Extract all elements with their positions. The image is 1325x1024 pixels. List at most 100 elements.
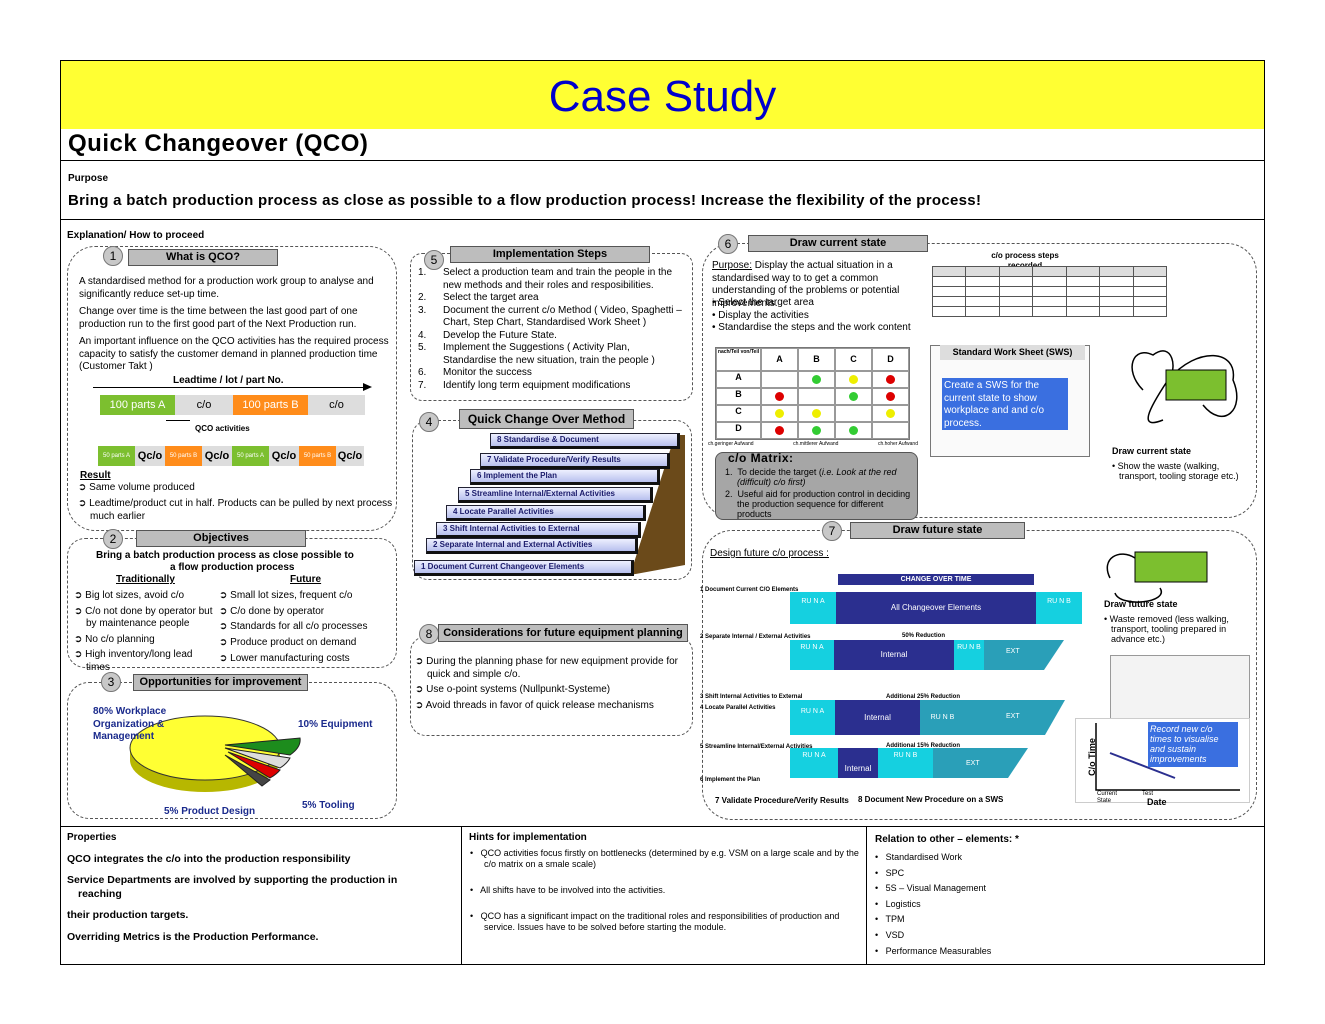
num: 5. (418, 342, 427, 353)
text: Use o-point systems (Nullpunkt-Systeme) (426, 684, 611, 695)
row-label: 2 Separate Internal / External Activitie… (700, 634, 811, 640)
row-label: 3 Shift Internal Activities to External (700, 694, 803, 700)
section-title: Implementation Steps (450, 246, 650, 263)
title-banner (61, 61, 1264, 129)
run-b: RU N B (878, 748, 933, 778)
trend-axes (1095, 723, 1240, 791)
qco-label: QCO activities (195, 424, 250, 433)
ext: EXT (1006, 648, 1020, 655)
step-number: 8 (419, 624, 439, 644)
text: A (716, 371, 761, 388)
text: Service Departments are involved by supp… (67, 874, 398, 886)
stair-step: 4 Locate Parallel Activities (446, 505, 646, 521)
equipment-list: ➲ During the planning phase for new equi… (415, 656, 678, 711)
text: Waste removed (less walking, transport, … (1109, 614, 1229, 644)
row-label: 4 Locate Parallel Activities (700, 705, 776, 711)
subtitle: Quick Changeover (QCO) (68, 130, 369, 157)
num: 4. (418, 329, 427, 341)
run-a: RU N A (790, 640, 834, 670)
bar-cell: 100 parts B (233, 395, 308, 415)
matrix-title: c/o Matrix: (728, 451, 794, 465)
text: Useful aid for production control in dec… (737, 489, 911, 519)
text: i.e. Look at the red (difficult) c/o fir… (737, 467, 897, 487)
text: C (716, 405, 761, 422)
text: Small lot sizes, frequent c/o (230, 590, 353, 601)
step-number: 1 (103, 246, 123, 266)
text: Performance Measurables (885, 945, 992, 956)
caption: Draw current state (1112, 446, 1192, 456)
current-state-list: • Select the target area • Display the a… (712, 297, 911, 333)
purpose-label: Purpose (68, 173, 109, 184)
section-title: Considerations for future equipment plan… (438, 624, 688, 642)
num: 2. (418, 292, 427, 303)
bar-cell: Qc/o (202, 446, 232, 466)
internal: Internal (838, 748, 878, 778)
reduction-label: 50% Reduction (902, 633, 946, 639)
stair-step: 1 Document Current Changeover Elements (414, 560, 634, 576)
row-label: 6 Implement the Plan (700, 777, 761, 783)
row-label: 5 Streamline Internal/External Activitie… (700, 744, 813, 750)
bar-cell: Qc/o (336, 446, 364, 466)
bar-cell: 100 parts A (100, 395, 175, 415)
text: During the planning phase for new equipm… (426, 656, 678, 680)
batch-bar: 100 parts A c/o 100 parts B c/o (100, 395, 365, 415)
page-title: Case Study (548, 72, 777, 121)
stair-step: 6 Implement the Plan (470, 469, 660, 485)
matrix-list: 1. To decide the target (i.e. Look at th… (725, 467, 911, 519)
section-title: What is QCO? (128, 249, 278, 266)
step-number: 6 (718, 234, 738, 254)
reduction-label: Additional 25% Reduction (886, 694, 961, 700)
text: QCO integrates the c/o into the producti… (67, 853, 351, 865)
axis-label: C/o Time (1087, 738, 1097, 776)
co-matrix: nach/Teil von/Teil A B C D A B C D (715, 347, 910, 440)
text: Monitor the success (443, 367, 532, 378)
result-item: ➲ Same volume produced (78, 482, 195, 493)
text: Develop the Future State. (443, 329, 557, 341)
bar-cell: 50 parts B (299, 446, 336, 466)
internal: Internal (835, 700, 920, 735)
pie-label: 5% Product Design (164, 806, 256, 817)
sws-note: Create a SWS for the current state to sh… (942, 378, 1068, 430)
row-label: 8 Document New Procedure on a SWS (858, 795, 1004, 804)
text: VSD (885, 929, 905, 940)
purpose-text: Bring a batch production process as clos… (68, 192, 982, 209)
text: A (761, 348, 798, 371)
pie-label: 80% Workplace Organization & Management (93, 706, 167, 742)
text: QCO activities focus firstly on bottlene… (480, 848, 859, 869)
text: D (872, 348, 909, 371)
run-a: RU N A (790, 748, 838, 778)
properties-title: Properties (67, 832, 117, 843)
text: To decide the target ( (737, 467, 822, 477)
text: D (716, 422, 761, 439)
caption: Draw future state (1104, 599, 1178, 609)
row-label: 1 Document Current C/O Elements (700, 587, 799, 593)
legend-item: ch.geringer Aufwand (708, 441, 754, 447)
text: Logistics (885, 898, 921, 909)
text: Implement the Suggestions ( Activity Pla… (443, 342, 655, 366)
hints-title: Hints for implementation (469, 832, 587, 843)
text: A standardised method for a production w… (79, 276, 374, 300)
text: All shifts have to be involved into the … (480, 885, 666, 895)
traditional-heading: Traditionally (116, 574, 175, 585)
x-label: Current State (1097, 791, 1118, 804)
text: B (798, 348, 835, 371)
stair-step: 7 Validate Procedure/Verify Results (480, 453, 670, 469)
text: Same volume produced (89, 482, 195, 493)
text: Standardise the steps and the work conte… (718, 322, 911, 333)
spaghetti-future (1106, 551, 1208, 603)
bar-cell: c/o (175, 395, 233, 415)
x-label: Date (1147, 797, 1167, 807)
section-title: Quick Change Over Method (459, 409, 634, 429)
text: Identify long term equipment modificatio… (443, 379, 631, 391)
current-state-purpose: Purpose: Display the actual situation in… (712, 260, 937, 310)
num: 6. (418, 367, 427, 378)
text: Document the current c/o Method ( Video,… (443, 304, 682, 329)
text: SPC (885, 867, 905, 878)
text: Leadtime/product cut in half. Products c… (89, 498, 393, 522)
text: Standards for all c/o processes (230, 621, 368, 633)
steps-title: c/o process steps recorded (991, 251, 1059, 270)
section-title: Objectives (136, 530, 306, 547)
text: Display the actual situation in a standa… (712, 260, 900, 309)
legend-item: ch.hoher Aufwand (877, 441, 918, 447)
